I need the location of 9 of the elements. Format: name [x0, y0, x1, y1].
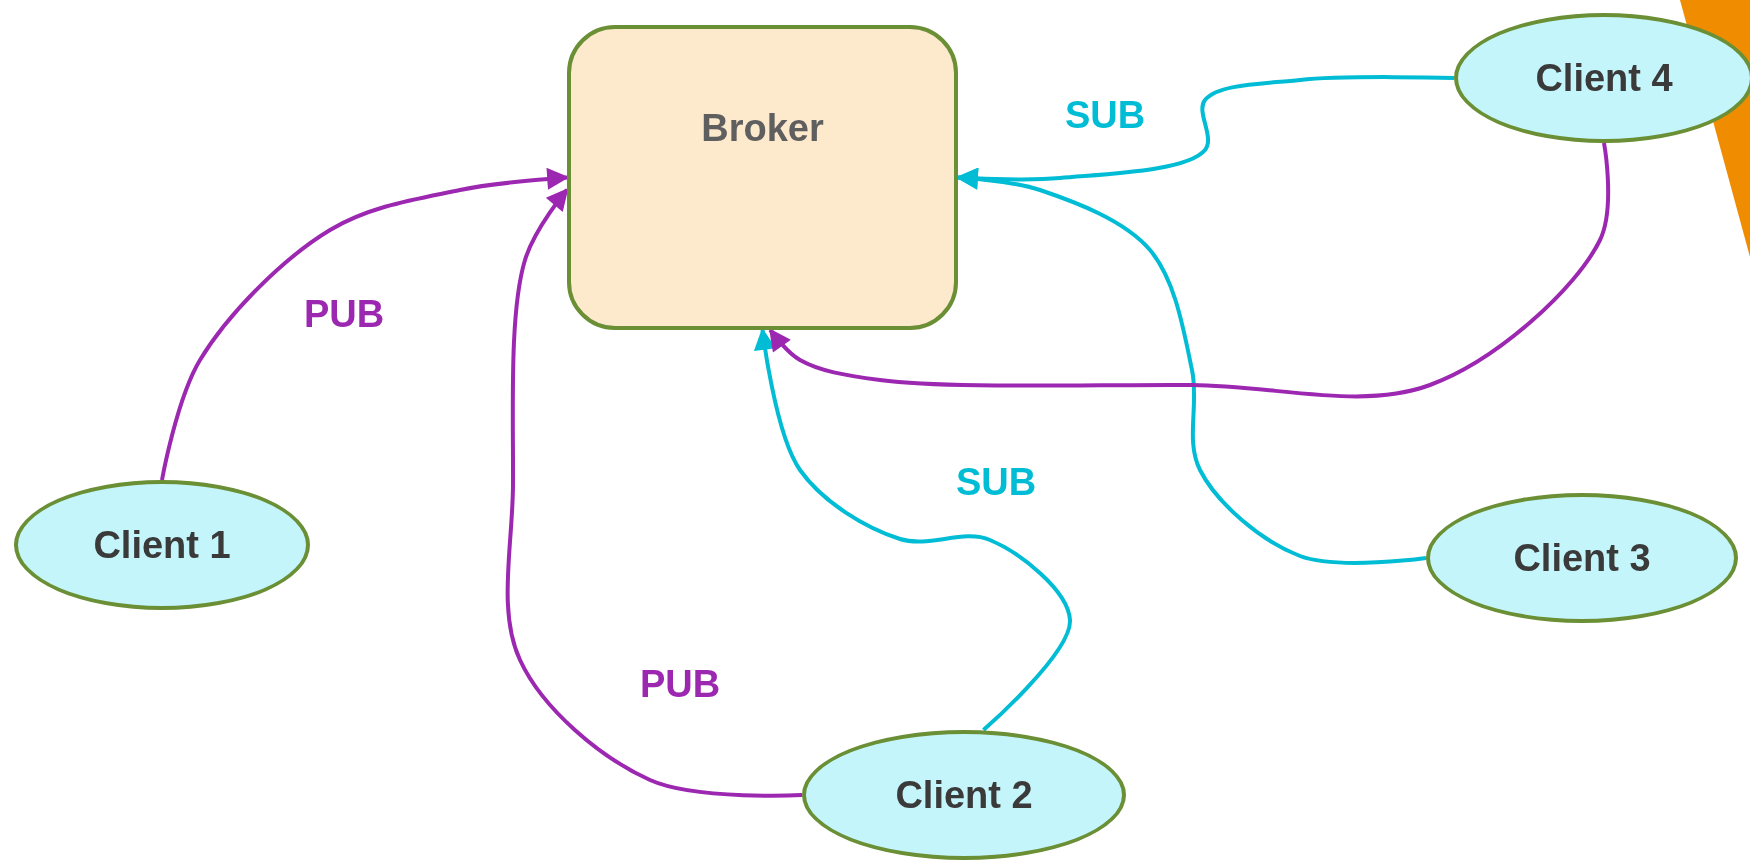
broker-box [567, 25, 958, 330]
node-label: Client 4 [1535, 56, 1673, 100]
node-label: Client 2 [895, 773, 1033, 817]
arrow [754, 327, 1072, 732]
arrow [505, 188, 803, 798]
node-label: Broker [701, 107, 824, 150]
node-label: Client 1 [93, 523, 231, 567]
arrow [768, 142, 1611, 399]
node-label: Client 3 [1513, 536, 1651, 580]
